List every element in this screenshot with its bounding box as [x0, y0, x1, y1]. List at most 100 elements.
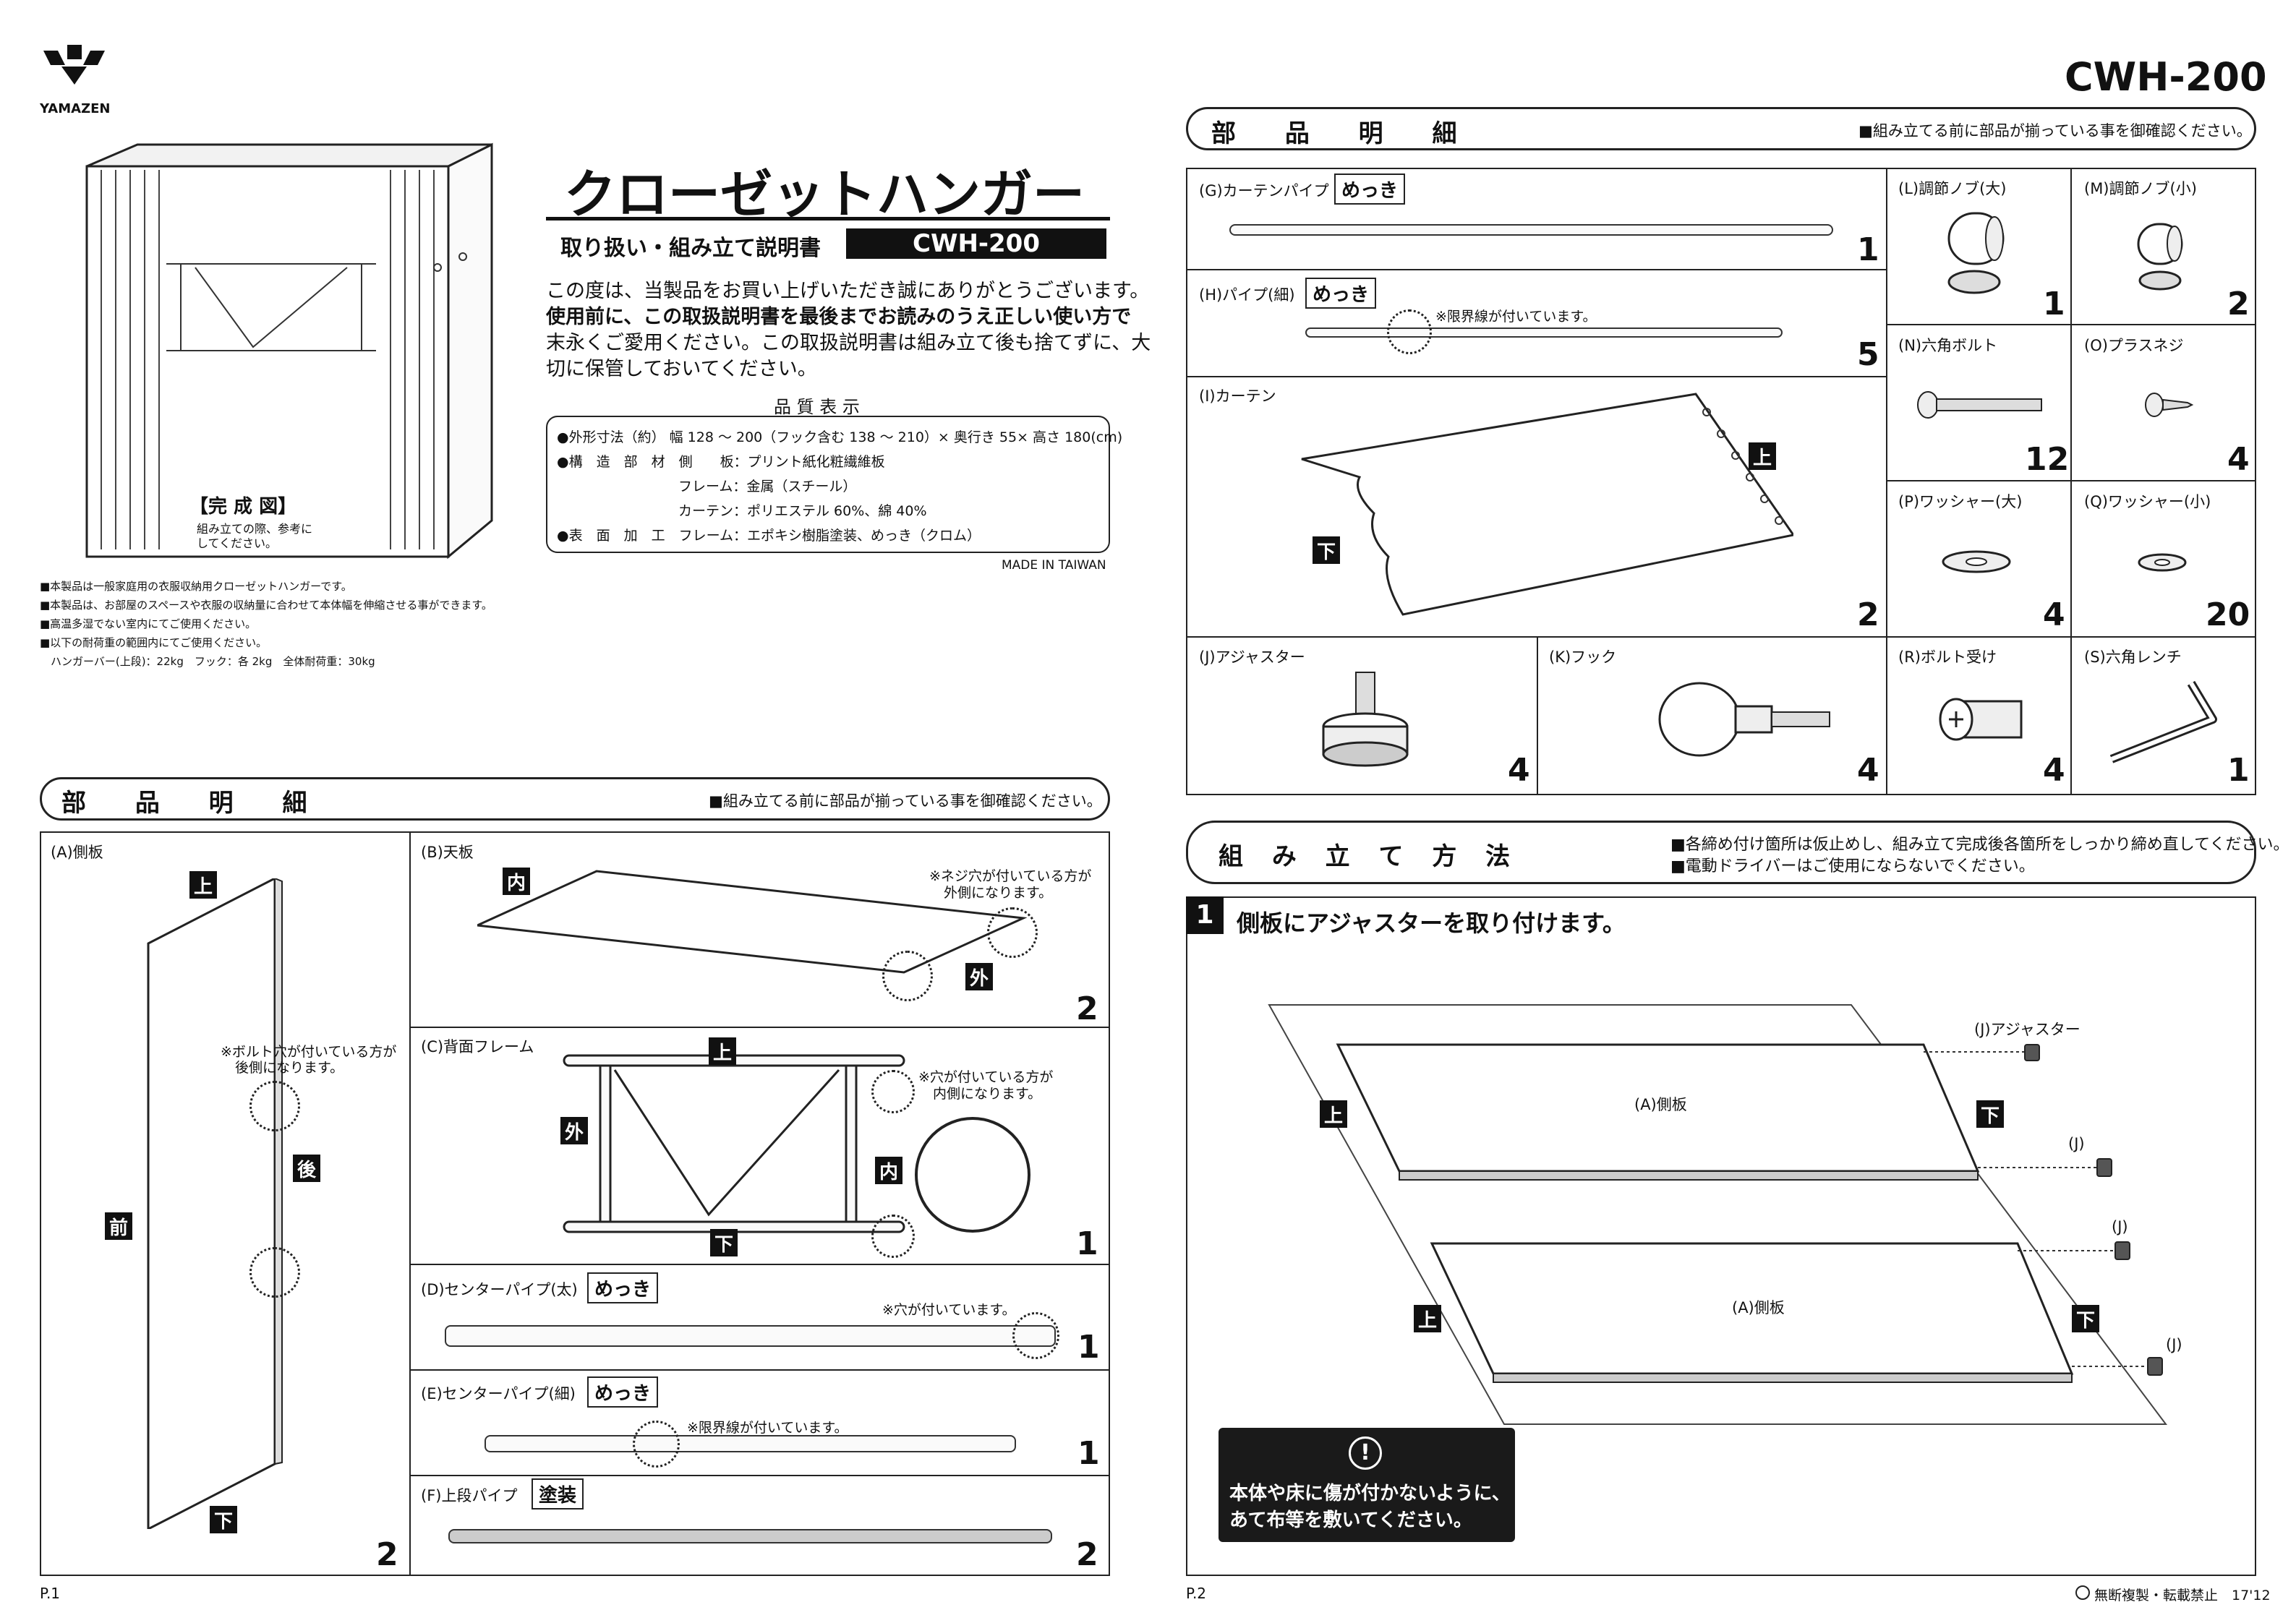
part-h-label: (H)パイプ(細) [1199, 286, 1295, 304]
part-p-label: (P)ワッシャー(大) [1898, 493, 2023, 510]
quality-line-2: ●構 造 部 材 側 板：プリント紙化粧繊維板 [557, 454, 885, 470]
adjuster-label-main: (J)アジャスター [1974, 1021, 2081, 1038]
part-q-label: (Q)ワッシャー(小) [2084, 493, 2211, 510]
intro-line-1: この度は、当製品をお買い上げいただき誠にありがとうございます。 [546, 280, 1150, 302]
parts-right-header [1186, 107, 2256, 150]
part-d-qty: 1 [1077, 1329, 1100, 1366]
part-s-label: (S)六角レンチ [2084, 648, 2182, 666]
part-p-washer [1940, 549, 2013, 574]
part-l-qty: 1 [2043, 286, 2065, 322]
part-a-bottom-mark: 下 [210, 1506, 237, 1533]
quality-line-3: フレーム：金属（スチール） [678, 479, 857, 494]
manual-subtitle: 取り扱い・組み立て説明書 [560, 236, 821, 261]
part-s-cell [2070, 636, 2256, 795]
part-i-qty: 2 [1857, 596, 1879, 633]
part-l-label: (L)調節ノブ(大) [1898, 180, 2007, 197]
adjuster-label-2: (J) [2068, 1135, 2085, 1152]
adjuster-label-4: (J) [2166, 1336, 2182, 1353]
part-i-top-mark: 上 [1749, 442, 1776, 470]
part-f-pipe [448, 1529, 1052, 1543]
part-q-washer [2137, 552, 2188, 573]
step-top-mark-2: 上 [1414, 1305, 1441, 1332]
title-underline [546, 217, 1110, 220]
part-j-qty: 4 [1508, 752, 1530, 789]
assembly-header [1186, 821, 2256, 884]
quality-heading: 品 質 表 示 [774, 397, 860, 417]
part-i-label: (I)カーテン [1199, 387, 1276, 405]
quality-line-5: ●表 面 加 工 フレーム：エポキシ樹脂塗装、めっき（クロム） [557, 528, 981, 544]
parts-left-note: ■組み立てる前に部品が揃っている事を御確認ください。 [709, 792, 1102, 810]
notice-2: ■本製品は、お部屋のスペースや衣服の収納量に合わせて本体幅を伸縮させる事ができま… [40, 599, 492, 612]
part-b-note-1: ※ネジ穴が付いている方が [929, 868, 1092, 884]
part-b-label: (B)天板 [421, 844, 474, 861]
part-b-qty: 2 [1076, 990, 1098, 1027]
step-1-illustration [1266, 998, 2169, 1446]
step-bottom-mark-2: 下 [2072, 1305, 2099, 1332]
copyright-icon [2075, 1585, 2090, 1600]
intro-line-4: 切に保管しておいてください。 [546, 358, 817, 380]
part-d-note: ※穴が付いています。 [882, 1302, 1016, 1318]
quality-line-1: ●外形寸法（約） 幅 128 ～ 200（フック含む 138 ～ 210）× 奥… [557, 429, 1123, 445]
completed-note-1: 組み立ての際、参考に [197, 522, 313, 536]
notice-5: ハンガーバー(上段)：22kg フック：各 2kg 全体耐荷重：30kg [51, 655, 375, 668]
part-h-pipe [1305, 327, 1783, 338]
parts-left-header [40, 777, 1110, 821]
page-number-right: P.2 [1186, 1585, 1207, 1602]
part-b-inner-mark: 内 [503, 868, 530, 895]
notice-3: ■高温多湿でない室内にてご使用ください。 [40, 617, 257, 630]
part-n-qty: 12 [2025, 441, 2070, 478]
part-e-limit-circle [633, 1421, 680, 1468]
part-h-limit-circle [1387, 309, 1432, 354]
part-h-qty: 5 [1857, 336, 1879, 373]
part-a-note-1: ※ボルト穴が付いている方が [221, 1044, 397, 1060]
side-panel-label-2: (A)側板 [1732, 1299, 1785, 1316]
warning-line-1: 本体や床に傷が付かないように、 [1229, 1483, 1511, 1504]
quality-box [546, 416, 1110, 553]
part-c-label: (C)背面フレーム [421, 1038, 534, 1055]
notice-1: ■本製品は一般家庭用の衣服収納用クローゼットハンガーです。 [40, 580, 352, 593]
product-title: クローゼットハンガー [564, 164, 1085, 225]
step-1-box [1186, 896, 2256, 1576]
part-d-hole-circle [1012, 1312, 1059, 1359]
part-o-screw [2144, 390, 2195, 419]
parts-left-title: 部 品 明 細 [61, 789, 328, 818]
part-a-hole-circle-1 [249, 1081, 300, 1131]
part-n-label: (N)六角ボルト [1898, 337, 1998, 354]
part-a-top-mark: 上 [189, 871, 217, 899]
part-a-back-mark: 後 [293, 1155, 320, 1182]
part-l-knob [1938, 206, 2018, 300]
part-d-tag: めっき [587, 1272, 659, 1303]
model-top: CWH-200 [2065, 54, 2267, 100]
part-c-hole-circle-2 [871, 1215, 915, 1258]
part-m-knob [2130, 217, 2195, 296]
part-q-qty: 20 [2206, 596, 2250, 633]
part-e-label: (E)センターパイプ(細) [421, 1385, 576, 1403]
part-f-qty: 2 [1076, 1536, 1098, 1573]
part-k-hook [1656, 676, 1837, 763]
part-c-outer-mark: 外 [560, 1117, 588, 1144]
part-c-bottom-mark: 下 [710, 1229, 738, 1256]
part-a-qty: 2 [376, 1536, 398, 1573]
warning-icon: ! [1349, 1436, 1382, 1470]
brand-name: YAMAZEN [40, 101, 111, 116]
part-i-curtain [1294, 390, 1796, 622]
part-j-label: (J)アジャスター [1199, 648, 1305, 666]
part-b-outer-mark: 外 [965, 963, 993, 990]
part-g-pipe [1229, 224, 1833, 236]
part-c-qty: 1 [1076, 1225, 1098, 1262]
part-a-note-2: 後側になります。 [235, 1060, 344, 1076]
part-h-tag: めっき [1305, 278, 1377, 309]
part-b-note-2: 外側になります。 [944, 885, 1053, 901]
step-top-mark-1: 上 [1320, 1100, 1347, 1128]
part-r-qty: 4 [2043, 752, 2065, 789]
part-i-bottom-mark: 下 [1313, 536, 1340, 564]
quality-line-4: カーテン：ポリエステル 60%、綿 40% [678, 503, 927, 519]
warning-line-2: あて布等を敷いてください。 [1229, 1509, 1472, 1531]
model-badge: CWH-200 [846, 228, 1106, 259]
adjuster-label-3: (J) [2112, 1218, 2128, 1236]
side-panel-label-1: (A)側板 [1634, 1096, 1687, 1113]
part-c-inner-mark: 内 [875, 1157, 902, 1184]
completed-note-2: してください。 [197, 536, 278, 550]
part-c-zoom-circle [915, 1117, 1030, 1233]
part-e-pipe [485, 1435, 1016, 1452]
